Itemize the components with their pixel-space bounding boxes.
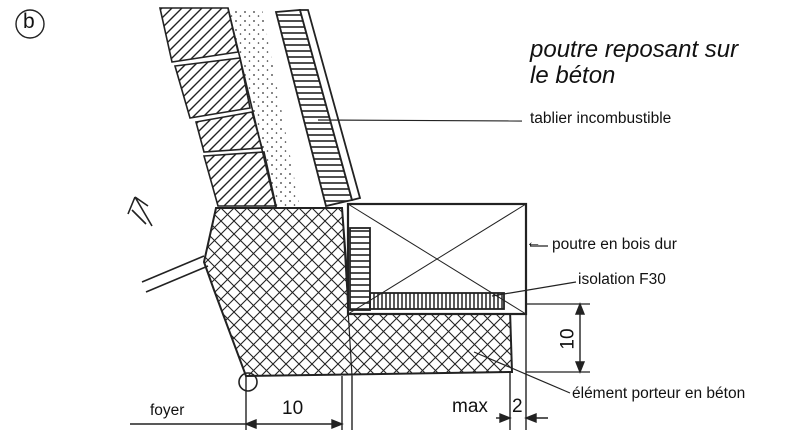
label-foyer: foyer — [150, 402, 185, 419]
dimension-max — [496, 314, 548, 430]
label-element: élément porteur en béton — [572, 385, 746, 402]
label-poutre-arrow: ← — [526, 234, 542, 251]
dimension-max-value: 2 — [512, 396, 523, 417]
dimension-bottom-value: 10 — [282, 398, 304, 419]
label-tablier: tablier incombustible — [530, 110, 672, 127]
figure-marker-letter: b — [23, 10, 35, 33]
title-line-1: poutre reposant sur — [530, 36, 739, 63]
flue-arrow — [127, 196, 209, 293]
label-isolation: isolation F30 — [578, 271, 666, 288]
masonry-bricks — [159, 7, 277, 209]
dimension-max-word: max — [452, 396, 488, 417]
dimension-bottom — [130, 376, 353, 430]
hood-panel — [274, 9, 362, 208]
mortar-band — [228, 8, 300, 208]
title-line-2: le béton — [530, 62, 616, 89]
insulation-layer — [349, 227, 505, 311]
dimension-right-value: 10 — [557, 328, 579, 350]
dimension-right — [574, 302, 586, 374]
leader-lines — [317, 119, 590, 394]
figure-marker — [15, 9, 45, 39]
label-poutre: poutre en bois dur — [552, 236, 677, 253]
